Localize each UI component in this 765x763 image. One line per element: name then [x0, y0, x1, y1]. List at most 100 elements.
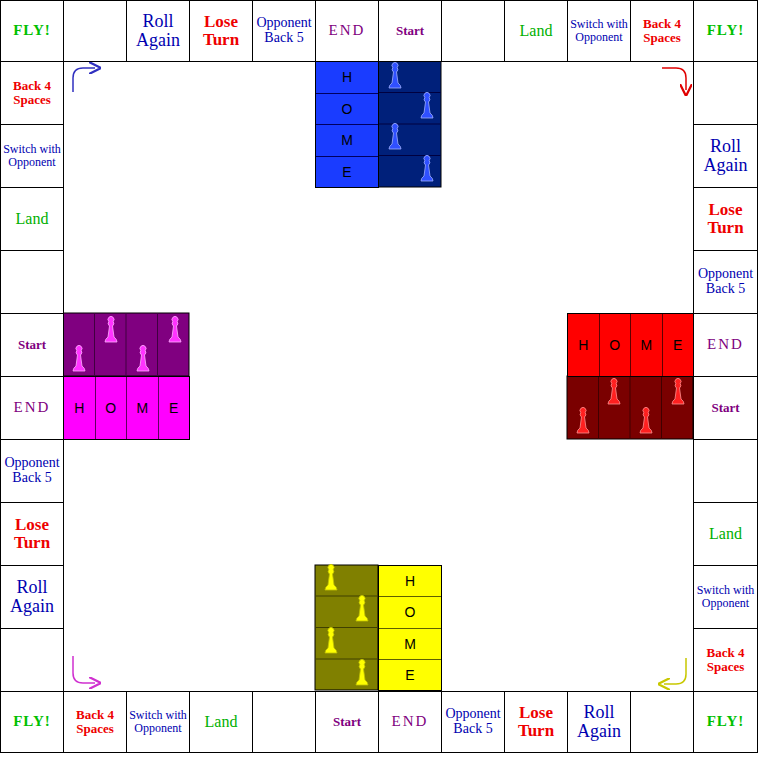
direction-arrow — [73, 656, 95, 683]
space-label: Back 4 Spaces — [66, 708, 124, 735]
switch-space: Switch with Opponent — [567, 0, 631, 62]
start-space: Start — [693, 376, 758, 440]
space-label: Back 4 Spaces — [633, 17, 691, 44]
start-strip — [63, 313, 189, 376]
space-label: Start — [333, 715, 361, 729]
home-letter: H — [568, 314, 599, 376]
home-letter: O — [316, 93, 378, 125]
space-label: Opponent Back 5 — [255, 16, 313, 45]
empty-space — [0, 628, 64, 692]
start-strip — [315, 565, 378, 690]
home-strip: HOME — [63, 376, 190, 440]
pawn — [640, 407, 652, 433]
home-letter: E — [316, 156, 378, 188]
end-space: END — [315, 0, 379, 62]
strip-lines — [315, 596, 378, 659]
start-strip — [378, 61, 441, 187]
direction-arrow — [662, 68, 686, 90]
land-space: Land — [693, 502, 758, 566]
pawn — [421, 155, 433, 181]
home-letter: H — [316, 62, 378, 93]
end-space: END — [378, 691, 442, 753]
space-label: FLY! — [13, 23, 51, 39]
start-space: Start — [378, 0, 442, 62]
land-space: Land — [0, 187, 64, 251]
pawn — [672, 378, 684, 404]
empty-space — [63, 0, 127, 62]
space-label: Back 4 Spaces — [3, 79, 61, 106]
pawn — [105, 316, 117, 342]
fly-space: FLY! — [0, 691, 64, 753]
land-space: Land — [504, 0, 568, 62]
space-label: END — [707, 337, 744, 353]
home-strip: HOME — [378, 565, 442, 691]
home-letter: M — [316, 124, 378, 156]
home-letter: O — [379, 596, 441, 627]
roll-again-space: Roll Again — [0, 565, 64, 629]
space-label: Back 4 Spaces — [697, 646, 755, 673]
strip-lines — [599, 376, 662, 439]
space-label: Lose Turn — [697, 201, 755, 237]
space-label: Lose Turn — [507, 704, 565, 740]
home-letter: M — [630, 314, 662, 376]
pawn — [356, 659, 368, 685]
pawn-start-strip — [63, 313, 189, 376]
space-label: Switch with Opponent — [129, 709, 187, 734]
home-letter: M — [126, 377, 158, 439]
pawn-start-strip — [567, 376, 693, 439]
opponent-back-space: Opponent Back 5 — [693, 250, 758, 314]
space-label: Roll Again — [129, 12, 187, 50]
empty-space — [0, 250, 64, 314]
space-label: Lose Turn — [3, 516, 61, 552]
home-letter: O — [599, 314, 631, 376]
space-label: Land — [709, 526, 742, 543]
pawn-start-strip — [378, 61, 441, 187]
space-label: Start — [396, 24, 424, 38]
pawn — [73, 345, 85, 371]
lose-turn-space: Lose Turn — [693, 187, 758, 251]
space-label: FLY! — [13, 714, 51, 730]
roll-again-space: Roll Again — [126, 0, 190, 62]
space-label: Opponent Back 5 — [444, 707, 502, 736]
home-strip: HOME — [567, 313, 694, 377]
home-letter: M — [379, 628, 441, 659]
opponent-back-space: Opponent Back 5 — [441, 691, 505, 753]
start-space: Start — [0, 313, 64, 377]
direction-arrow — [73, 68, 95, 92]
empty-space — [252, 691, 316, 753]
space-label: Roll Again — [697, 137, 755, 175]
empty-space — [693, 439, 758, 503]
space-label: Start — [18, 338, 46, 352]
end-space: END — [0, 376, 64, 440]
pawn — [169, 316, 181, 342]
pawn-start-strip — [315, 564, 378, 690]
land-space: Land — [189, 691, 253, 753]
lose-turn-space: Lose Turn — [0, 502, 64, 566]
space-label: Switch with Opponent — [3, 143, 61, 168]
pawn — [389, 123, 401, 149]
space-label: Roll Again — [3, 578, 61, 616]
space-label: Lose Turn — [192, 13, 250, 49]
empty-space — [693, 61, 758, 125]
pawn — [389, 62, 401, 88]
back-space: Back 4 Spaces — [693, 628, 758, 692]
start-space: Start — [315, 691, 379, 753]
home-letter: E — [662, 314, 694, 376]
home-letter: H — [64, 377, 95, 439]
roll-again-space: Roll Again — [567, 691, 631, 753]
switch-space: Switch with Opponent — [693, 565, 758, 629]
roll-again-space: Roll Again — [693, 124, 758, 188]
space-label: END — [14, 400, 51, 416]
space-label: Opponent Back 5 — [697, 267, 755, 296]
space-label: Opponent Back 5 — [3, 456, 61, 485]
pawn — [577, 407, 589, 433]
space-label: FLY! — [707, 714, 745, 730]
space-label: END — [392, 714, 429, 730]
home-letter: O — [95, 377, 127, 439]
space-label: Start — [711, 401, 739, 415]
space-label: Roll Again — [570, 703, 628, 741]
switch-space: Switch with Opponent — [126, 691, 190, 753]
lose-turn-space: Lose Turn — [504, 691, 568, 753]
back-space: Back 4 Spaces — [0, 61, 64, 125]
